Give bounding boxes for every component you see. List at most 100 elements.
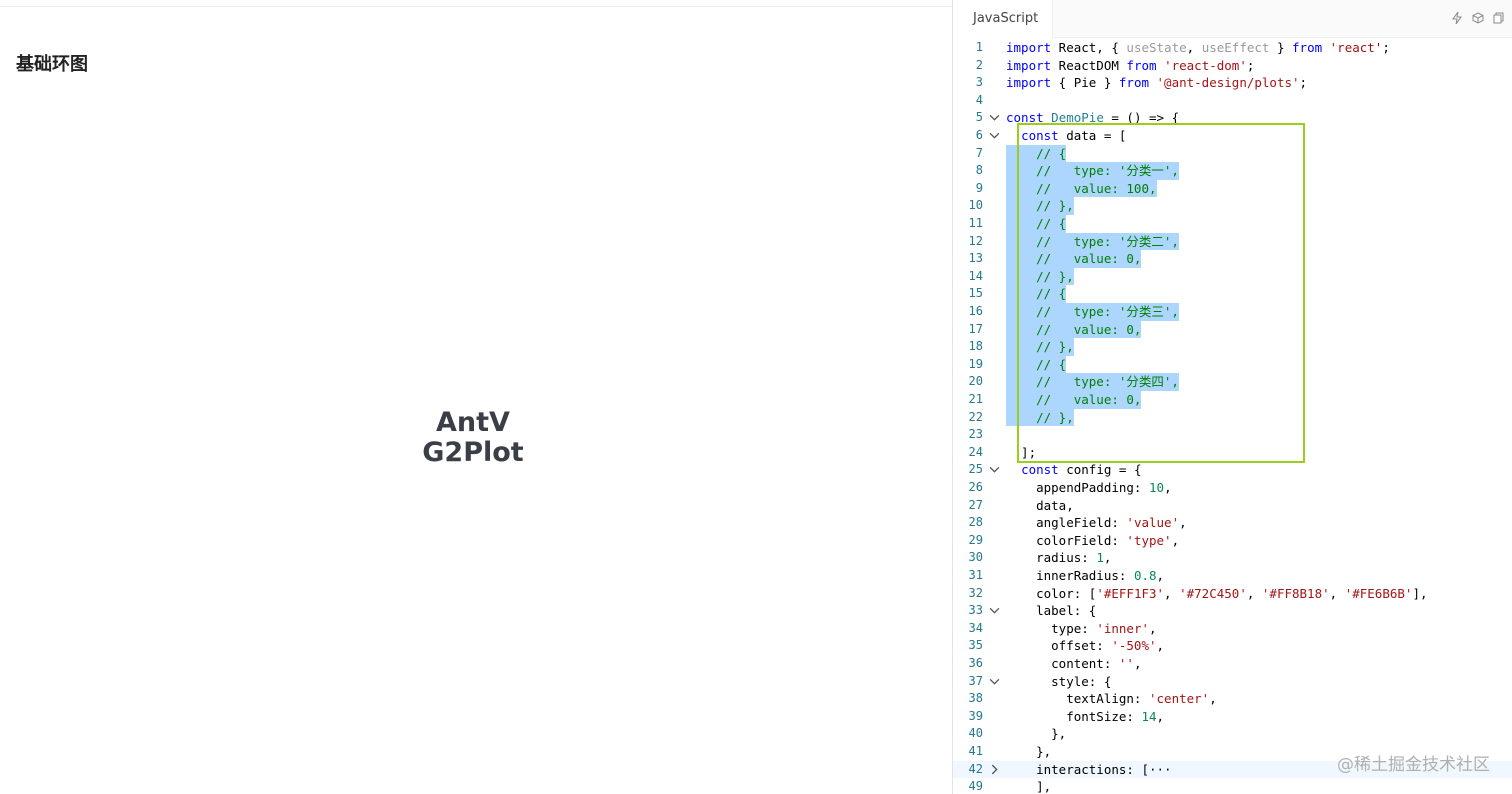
line-number: 27	[968, 497, 983, 512]
line-number: 30	[968, 550, 983, 565]
code-text: import { Pie } from '@ant-design/plots';	[1006, 75, 1308, 91]
line-number: 39	[968, 708, 983, 723]
code-line[interactable]: 13 // value: 0,	[953, 250, 1512, 268]
code-line[interactable]: 15 // {	[953, 285, 1512, 303]
chevron-right-icon[interactable]	[989, 761, 1003, 779]
top-divider	[0, 0, 952, 7]
chevron-down-icon[interactable]	[989, 673, 1003, 691]
line-number: 42	[968, 761, 983, 776]
code-line[interactable]: 17 // value: 0,	[953, 320, 1512, 339]
code-text: type: 'inner',	[1006, 620, 1157, 636]
code-text: },	[1006, 726, 1067, 742]
code-line[interactable]: 8 // type: '分类一',	[953, 162, 1512, 180]
line-number: 34	[968, 620, 983, 635]
line-number: 13	[968, 251, 983, 266]
code-text: textAlign: 'center',	[1006, 691, 1217, 707]
code-text: // },	[1006, 338, 1074, 356]
code-line[interactable]: 11 // {	[953, 215, 1512, 233]
code-text: // },	[1006, 267, 1074, 286]
code-line[interactable]: 26 appendPadding: 10,	[953, 479, 1512, 497]
code-line[interactable]: 21 // value: 0,	[953, 391, 1512, 409]
code-line[interactable]: 28 angleField: 'value',	[953, 514, 1512, 532]
code-text: const DemoPie = () => {	[1006, 110, 1180, 126]
code-line[interactable]: 22 // },	[953, 408, 1512, 427]
code-text: // type: '分类四',	[1006, 373, 1179, 391]
code-line[interactable]: 49 ],	[953, 778, 1512, 794]
code-line[interactable]: 35 offset: '-50%',	[953, 637, 1512, 655]
code-line[interactable]: 29 colorField: 'type',	[953, 532, 1512, 550]
code-line[interactable]: 6 const data = [	[953, 127, 1512, 145]
code-line[interactable]: 32 color: ['#EFF1F3', '#72C450', '#FF8B1…	[953, 585, 1512, 603]
code-text: // value: 0,	[1006, 320, 1142, 339]
code-line[interactable]: 2 import ReactDOM from 'react-dom';	[953, 57, 1512, 75]
code-line[interactable]: 5 const DemoPie = () => {	[953, 109, 1512, 127]
code-line[interactable]: 40 },	[953, 725, 1512, 743]
code-line[interactable]: 24 ];	[953, 444, 1512, 462]
code-line[interactable]: 37 style: {	[953, 673, 1512, 691]
code-text: const config = {	[1021, 462, 1142, 478]
chevron-down-icon[interactable]	[989, 602, 1003, 620]
code-text: radius: 1,	[1006, 550, 1112, 566]
code-line[interactable]: 30 radius: 1,	[953, 549, 1512, 567]
code-text: // {	[1006, 285, 1067, 303]
line-number: 5	[975, 110, 983, 125]
code-line[interactable]: 3 import { Pie } from '@ant-design/plots'…	[953, 74, 1512, 92]
line-number: 22	[968, 409, 983, 424]
code-text: import ReactDOM from 'react-dom';	[1006, 57, 1255, 73]
tab-javascript[interactable]: JavaScript	[953, 0, 1053, 38]
canvas-label-line2: G2Plot	[422, 437, 524, 468]
code-line[interactable]: 10 // },	[953, 197, 1512, 215]
code-line[interactable]: 23	[953, 426, 1512, 444]
code-line[interactable]: 12 // type: '分类二',	[953, 232, 1512, 251]
line-number: 2	[975, 57, 983, 72]
code-line[interactable]: 41 },	[953, 743, 1512, 761]
line-number: 38	[968, 691, 983, 706]
copy-icon[interactable]	[1493, 12, 1505, 24]
chevron-down-icon[interactable]	[989, 127, 1003, 145]
code-text: // type: '分类一',	[1006, 162, 1179, 180]
line-number: 8	[975, 163, 983, 178]
code-text: // },	[1006, 197, 1074, 215]
code-line[interactable]: 33 label: {	[953, 602, 1512, 620]
code-line[interactable]: 14 // },	[953, 267, 1512, 286]
code-line[interactable]: 7 // {	[953, 144, 1512, 163]
preview-pane: 基础环图 AntV G2Plot	[0, 0, 952, 468]
code-line[interactable]: 19 // {	[953, 355, 1512, 374]
code-line[interactable]: 25 const config = {	[953, 461, 1512, 479]
box-icon[interactable]	[1472, 12, 1484, 24]
line-number: 9	[975, 180, 983, 195]
line-number: 19	[968, 356, 983, 371]
code-line[interactable]: 36 content: '',	[953, 655, 1512, 673]
code-text: },	[1006, 744, 1052, 759]
line-number: 3	[975, 75, 983, 90]
line-number: 35	[968, 638, 983, 653]
code-line[interactable]: 20 // type: '分类四',	[953, 373, 1512, 391]
code-line[interactable]: 34 type: 'inner',	[953, 620, 1512, 638]
code-text: fontSize: 14,	[1006, 708, 1165, 724]
code-text: ];	[1006, 444, 1037, 460]
code-line[interactable]: 27 data,	[953, 497, 1512, 515]
line-number: 31	[968, 568, 983, 582]
line-number: 26	[968, 480, 983, 494]
editor-toolbar	[1451, 12, 1505, 24]
code-line[interactable]: 38 textAlign: 'center',	[953, 690, 1512, 708]
line-number: 24	[968, 444, 983, 459]
chevron-down-icon[interactable]	[989, 109, 1003, 127]
code-text: // type: '分类二',	[1006, 232, 1179, 251]
code-line[interactable]: 9 // value: 100,	[953, 179, 1512, 198]
code-line[interactable]: 4	[953, 92, 1512, 110]
lightning-icon[interactable]	[1451, 12, 1463, 24]
line-number: 41	[968, 744, 983, 758]
code-line[interactable]: 31 innerRadius: 0.8,	[953, 567, 1512, 585]
chevron-down-icon[interactable]	[989, 461, 1003, 479]
code-line[interactable]: 18 // },	[953, 338, 1512, 356]
code-line[interactable]: 16 // type: '分类三',	[953, 303, 1512, 321]
code-text: ],	[1006, 779, 1052, 794]
code-line[interactable]: 42 interactions: [···	[953, 760, 1512, 779]
line-number: 36	[968, 656, 983, 670]
code-line[interactable]: 39 fontSize: 14,	[953, 708, 1512, 726]
code-text: offset: '-50%',	[1006, 638, 1165, 654]
